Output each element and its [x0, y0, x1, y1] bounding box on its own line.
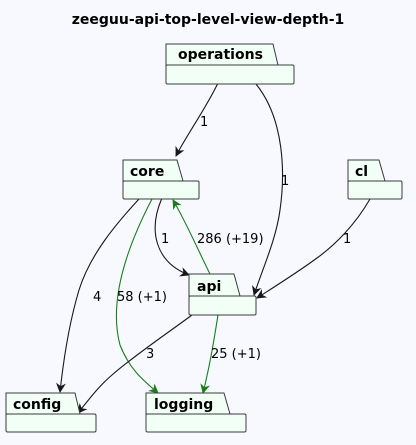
package-logging: logging — [145, 392, 247, 433]
edge-label-operations-core: 1 — [200, 115, 208, 130]
package-cl-label: cl — [355, 164, 368, 180]
package-operations: operations — [165, 43, 295, 85]
edge-label-core-logging: 58 (+1) — [117, 290, 167, 305]
edge-label-cl-api: 1 — [343, 232, 351, 247]
package-config-label: config — [13, 397, 61, 413]
package-core-label: core — [130, 164, 164, 180]
package-core: core — [122, 159, 200, 200]
edge-core-logging — [115, 198, 159, 394]
package-operations-label: operations — [178, 47, 263, 63]
edge-label-operations-api: 1 — [281, 174, 289, 189]
edge-operations-api — [252, 83, 283, 296]
edge-cl-api — [256, 198, 371, 299]
edge-api-config — [77, 314, 193, 414]
edge-label-api-config: 3 — [146, 347, 154, 362]
package-api-label: api — [197, 279, 221, 295]
edge-operations-core — [175, 82, 219, 157]
edge-core-api — [154, 197, 190, 277]
edge-label-core-api: 1 — [161, 232, 169, 247]
package-logging-label: logging — [154, 397, 213, 413]
edge-label-api-logging: 25 (+1) — [211, 347, 261, 362]
edge-core-config — [56, 198, 140, 393]
package-api: api — [188, 273, 257, 316]
package-cl: cl — [347, 159, 403, 200]
edge-label-core-config: 4 — [93, 290, 101, 305]
diagram-title: zeeguu-api-top-level-view-depth-1 — [72, 12, 345, 28]
edges: 1 1 1 286 (+19) 1 4 58 (+1) 3 25 (+1) — [56, 82, 371, 414]
edge-label-api-core: 286 (+19) — [197, 232, 264, 247]
package-config: config — [5, 392, 97, 433]
edge-api-logging — [200, 314, 219, 394]
edge-api-core — [172, 199, 211, 275]
